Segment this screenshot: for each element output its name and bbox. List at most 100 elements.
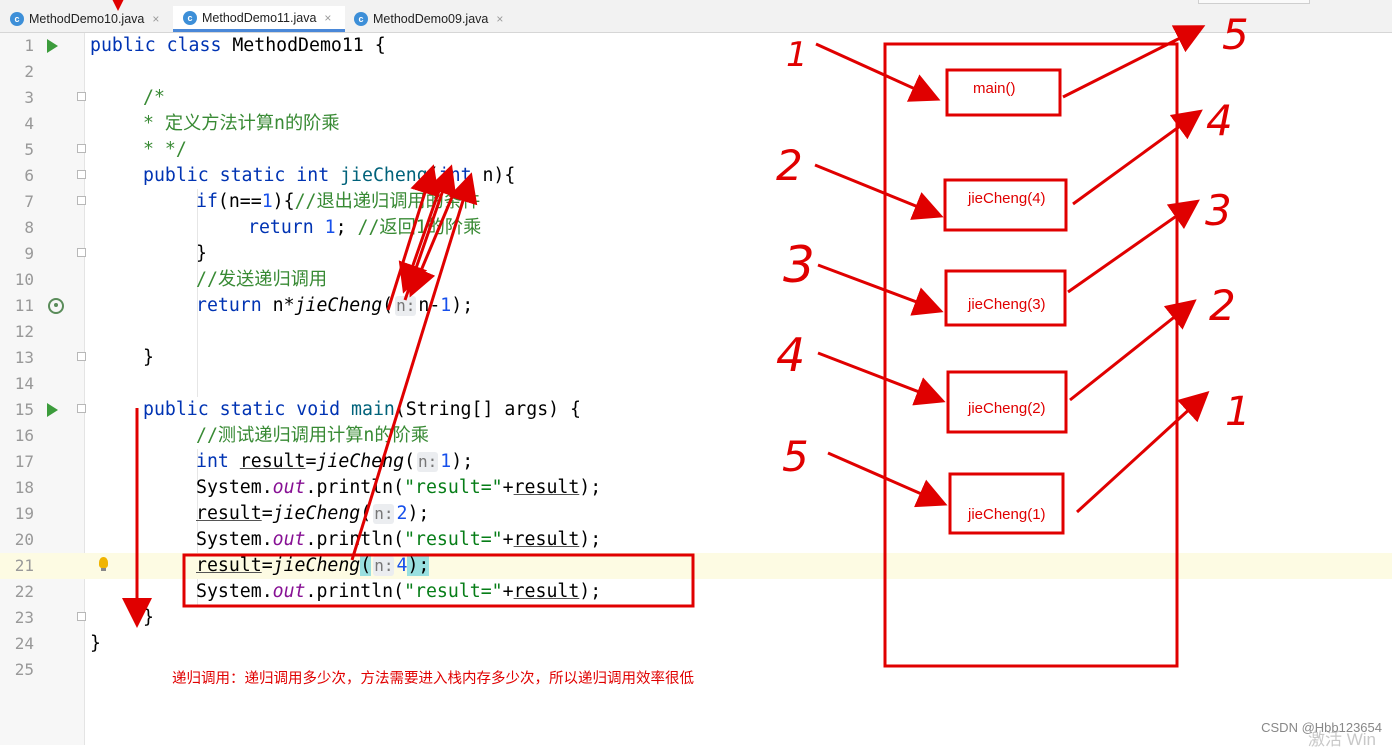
string: "result=": [404, 477, 503, 498]
field: out: [272, 529, 306, 550]
tab-methoddemo11[interactable]: c MethodDemo11.java ×: [173, 6, 345, 32]
punct: (: [360, 503, 372, 524]
comment: //退出递归调用的条件: [294, 191, 481, 212]
line-number: 16: [14, 426, 34, 445]
line-number: 22: [14, 582, 34, 601]
push-order-number: 4: [776, 328, 806, 382]
java-class-icon: c: [183, 10, 197, 25]
tab-methoddemo10[interactable]: c MethodDemo10.java ×: [0, 6, 172, 32]
punct: );: [451, 295, 474, 316]
code-text: result=jieCheng(n:2);: [196, 501, 429, 527]
code-line-17: 17 int result=jieCheng(n:1);: [0, 449, 1392, 475]
fold-icon[interactable]: [77, 248, 86, 257]
fold-icon[interactable]: [77, 144, 86, 153]
code-line-23: 23 }: [0, 605, 1392, 631]
brace: }: [90, 633, 101, 654]
lightbulb-icon[interactable]: [99, 557, 108, 571]
number: 2: [396, 503, 408, 524]
variable: result: [513, 581, 580, 602]
class-ref: System.: [196, 477, 273, 498]
toolbar-widget[interactable]: [1198, 0, 1310, 4]
parameter-hint: n:: [417, 452, 439, 472]
csdn-watermark: CSDN @Hbb123654: [1261, 720, 1382, 735]
punct: ;: [335, 217, 358, 238]
punct: (: [404, 451, 416, 472]
code-line-1: 1 public class MethodDemo11 {: [0, 33, 1392, 59]
fold-icon[interactable]: [77, 612, 86, 621]
punct: (: [382, 295, 394, 316]
close-icon[interactable]: ×: [324, 10, 332, 25]
fold-icon[interactable]: [77, 404, 86, 413]
tab-methoddemo09[interactable]: c MethodDemo09.java ×: [344, 6, 516, 32]
line-number: 8: [24, 218, 34, 237]
line-number: 4: [24, 114, 34, 133]
editor-gutter: [0, 33, 85, 745]
close-icon[interactable]: ×: [152, 12, 160, 26]
code-text: public static void main(String[] args) {: [143, 397, 581, 423]
line-number: 5: [24, 140, 34, 159]
recursive-call-icon[interactable]: [48, 298, 64, 314]
code-line-18: 18 System.out.println("result="+result);: [0, 475, 1392, 501]
string: "result=": [404, 529, 503, 550]
code-text: if(n==1){//退出递归调用的条件: [196, 189, 480, 215]
punct: +: [502, 529, 514, 550]
code-line-16: 16 //测试递归调用计算n的阶乘: [0, 423, 1392, 449]
tab-label: MethodDemo11.java: [202, 10, 317, 25]
code-line-2: 2: [0, 59, 1392, 85]
keyword: int: [438, 165, 472, 186]
keyword: return: [248, 217, 325, 238]
indent-guide: [197, 449, 198, 605]
line-number: 11: [14, 296, 34, 315]
punct: );: [579, 581, 602, 602]
code-line-7: 7 if(n==1){//退出递归调用的条件: [0, 189, 1392, 215]
punct: (n==: [217, 191, 262, 212]
line-number: 7: [24, 192, 34, 211]
punct: );: [407, 503, 430, 524]
fold-icon[interactable]: [77, 92, 86, 101]
brace: }: [196, 243, 207, 264]
line-number: 23: [14, 608, 34, 627]
stack-frame-label: main(): [973, 80, 1016, 97]
fold-icon[interactable]: [77, 352, 86, 361]
method-name: jieCheng: [340, 165, 428, 186]
class-ref: System.: [196, 529, 273, 550]
code-line-22: 22 System.out.println("result="+result);: [0, 579, 1392, 605]
comment: /*: [143, 87, 165, 108]
comment: //发送递归调用: [196, 269, 328, 290]
punct: =: [261, 555, 273, 576]
parameter-hint: n:: [373, 504, 395, 524]
line-number: 2: [24, 62, 34, 81]
push-order-number: 3: [783, 236, 815, 294]
line-number: 14: [14, 374, 34, 393]
activate-windows-watermark: 激活 Win: [1308, 730, 1376, 749]
pop-order-number: 1: [1225, 389, 1251, 435]
variable: result: [196, 503, 262, 524]
run-icon[interactable]: [47, 403, 58, 417]
code-line-21: 21 result=jieCheng(n:4);: [0, 553, 1392, 579]
code-line-15: 15 public static void main(String[] args…: [0, 397, 1392, 423]
code-line-8: 8 return 1; //返回1的阶乘: [0, 215, 1392, 241]
fold-icon[interactable]: [77, 196, 86, 205]
stack-frame-label: jieCheng(4): [968, 190, 1046, 207]
code-text: return n*jieCheng(n:n-1);: [196, 293, 473, 319]
pop-order-number: 4: [1206, 96, 1233, 145]
line-number: 12: [14, 322, 34, 341]
code-text: System.out.println("result="+result);: [196, 527, 601, 553]
code-line-9: 9 }: [0, 241, 1392, 267]
punct: (: [360, 555, 372, 576]
number: 1: [440, 295, 452, 316]
code-line-20: 20 System.out.println("result="+result);: [0, 527, 1392, 553]
method-call: jieCheng: [272, 503, 361, 524]
fold-icon[interactable]: [77, 170, 86, 179]
line-number: 9: [24, 244, 34, 263]
brace: }: [143, 607, 154, 628]
code-line-13: 13 }: [0, 345, 1392, 371]
method-call: .println(: [305, 581, 405, 602]
punct: );: [579, 477, 602, 498]
keyword: public class: [90, 35, 233, 56]
code-text: public class MethodDemo11 {: [90, 33, 386, 59]
close-icon[interactable]: ×: [496, 12, 504, 26]
line-number: 25: [14, 660, 34, 679]
code-editor[interactable]: 1 public class MethodDemo11 { 2 3 /* 4 *…: [0, 33, 1392, 745]
run-icon[interactable]: [47, 39, 58, 53]
